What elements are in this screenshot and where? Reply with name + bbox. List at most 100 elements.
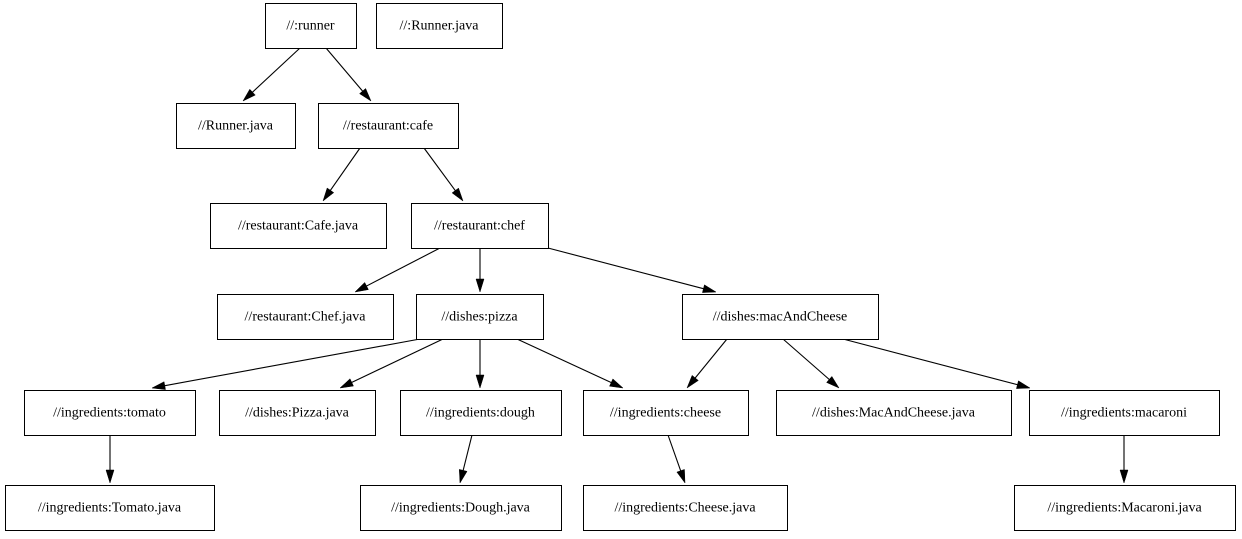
graph-node-macandcheese_java[interactable]: //dishes:MacAndCheese.java [776,390,1012,436]
graph-edge [475,248,485,293]
edge-line [842,338,1020,386]
edge-arrowhead [1016,380,1031,389]
edge-arrowhead [475,374,485,389]
node-box[interactable] [217,294,394,340]
node-box[interactable] [583,485,788,531]
edge-line [462,434,473,473]
graph-edge [354,247,441,293]
node-box[interactable] [682,294,879,340]
edge-line [364,247,441,288]
node-box[interactable] [416,294,544,340]
graph-edge [325,47,372,102]
graph-edge [105,435,115,484]
graph-node-cheese[interactable]: //ingredients:cheese [583,390,749,436]
graph-node-macandcheese[interactable]: //dishes:macAndCheese [682,294,879,340]
graph-edge [516,338,624,389]
graph-node-macaroni_java[interactable]: //ingredients:Macaroni.java [1014,485,1236,531]
edge-arrowhead [151,381,166,390]
node-box[interactable] [24,390,196,436]
node-label: //:runner [286,19,335,34]
edge-arrowhead [686,374,699,389]
node-label: //restaurant:Cafe.java [238,219,359,234]
edge-arrowhead [322,187,335,202]
graph-node-chef_java[interactable]: //restaurant:Chef.java [217,294,394,340]
node-box[interactable] [318,103,459,149]
node-box[interactable] [400,390,562,436]
edge-arrowhead [339,378,354,389]
node-label: //restaurant:Chef.java [245,310,367,325]
edge-arrowhead [1119,469,1129,484]
nodes-layer: //:runner //:Runner.java //Runner.java //re… [5,3,1236,531]
edge-line [162,338,421,387]
edges-layer [105,47,1129,484]
edge-line [250,47,301,94]
node-box[interactable] [360,485,562,531]
edge-line [516,338,614,384]
edge-line [782,338,832,382]
node-label: //:Runner.java [400,19,480,34]
edge-line [693,338,728,380]
graph-edge [339,338,444,389]
graph-edge [782,338,840,389]
edge-line [547,247,706,290]
graph-node-tomato[interactable]: //ingredients:tomato [24,390,196,436]
graph-node-runner_java[interactable]: //Runner.java [176,103,296,149]
graph-node-pizza[interactable]: //dishes:pizza [416,294,544,340]
node-label: //dishes:Pizza.java [245,406,350,421]
edge-line [349,338,444,384]
graph-edge [322,147,361,202]
graph-node-tomato_java[interactable]: //ingredients:Tomato.java [5,485,215,531]
node-label: //ingredients:Tomato.java [38,501,182,516]
edge-arrowhead [459,469,468,484]
node-box[interactable] [219,390,376,436]
graph-node-dough[interactable]: //ingredients:dough [400,390,562,436]
edge-arrowhead [359,88,372,102]
node-label: //ingredients:dough [426,406,535,421]
graph-edge [842,338,1031,389]
edge-arrowhead [826,376,840,389]
node-label: //dishes:macAndCheese [713,310,848,325]
graph-edge [151,338,421,390]
graph-node-cafe_java[interactable]: //restaurant:Cafe.java [210,203,387,249]
edge-arrowhead [242,88,256,102]
graph-node-cafe[interactable]: //restaurant:cafe [318,103,459,149]
graph-node-cheese_java[interactable]: //ingredients:Cheese.java [583,485,788,531]
graph-node-chef[interactable]: //restaurant:chef [411,203,549,249]
edge-arrowhead [702,284,717,293]
graph-node-dough_java[interactable]: //ingredients:Dough.java [360,485,562,531]
graph-edge [686,338,728,389]
graph-edge [475,339,485,389]
node-label: //ingredients:tomato [53,406,166,421]
node-label: //ingredients:cheese [610,406,721,421]
edge-arrowhead [105,469,115,484]
node-box[interactable] [176,103,296,149]
node-box[interactable] [411,203,549,249]
node-box[interactable] [210,203,387,249]
graph-node-pizza_java[interactable]: //dishes:Pizza.java [219,390,376,436]
node-label: //dishes:pizza [441,310,518,325]
node-box[interactable] [376,3,503,49]
edge-arrowhead [676,469,686,484]
node-box[interactable] [5,485,215,531]
edge-line [423,147,457,193]
node-box[interactable] [1029,390,1220,436]
node-box[interactable] [583,390,749,436]
graph-edge [667,434,686,484]
node-label: //ingredients:Macaroni.java [1047,501,1202,516]
node-label: //ingredients:Dough.java [391,501,531,516]
node-box[interactable] [1014,485,1236,531]
node-label: //restaurant:chef [434,219,525,234]
node-label: //Runner.java [198,119,274,134]
graph-node-macaroni[interactable]: //ingredients:macaroni [1029,390,1220,436]
graph-node-runner[interactable]: //:runner [265,3,357,49]
node-label: //dishes:MacAndCheese.java [812,406,976,421]
graph-edge [547,247,717,293]
node-box[interactable] [776,390,1012,436]
edge-arrowhead [609,378,624,389]
graph-node-runner_java_root[interactable]: //:Runner.java [376,3,503,49]
edge-arrowhead [451,187,464,202]
node-box[interactable] [265,3,357,49]
graph-edge [1119,435,1129,484]
graph-edge [242,47,301,102]
